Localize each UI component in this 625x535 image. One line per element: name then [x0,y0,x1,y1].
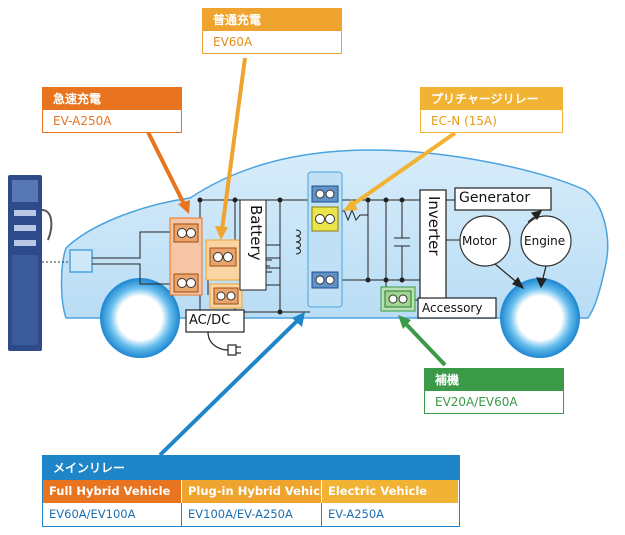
auxiliary-callout: 補機 EV20A/EV60A [424,368,564,414]
main-relay-header-row: Full Hybrid Vehicle Plug-in Hybrid Vehic… [43,480,459,503]
normal-charging-callout: 普通充電 EV60A [202,8,342,54]
precharge-relay-title: プリチャージリレー [421,88,562,110]
motor-circle [459,215,511,267]
normal-charging-value: EV60A [203,31,341,53]
generator-box [454,187,552,211]
ac-dc-label: AC/DC [189,313,231,328]
auxiliary-title: 補機 [425,369,563,391]
battery-label: Battery [247,205,265,261]
charging-inlet [69,249,93,273]
value-electric: EV-A250A [321,503,458,526]
main-relay-value-row: EV60A/EV100A EV100A/EV-A250A EV-A250A [43,503,459,526]
value-full-hybrid: EV60A/EV100A [43,503,181,526]
battery-box [239,199,267,291]
quick-charging-callout: 急速充電 EV-A250A [42,87,182,133]
precharge-relay-callout: プリチャージリレー EC-N (15A) [420,87,563,133]
inverter-box [419,189,447,309]
ac-plug-icon [207,331,241,356]
header-electric: Electric Vehicle [321,480,458,503]
charging-station-icon [8,175,53,351]
quick-charging-title: 急速充電 [43,88,181,110]
engine-label: Engine [524,234,566,248]
quick-charging-value: EV-A250A [43,110,181,132]
main-relay-table: メインリレー Full Hybrid Vehicle Plug-in Hybri… [42,455,460,527]
accessory-box [417,297,497,319]
accessory-label: Accessory [422,301,483,315]
inverter-label: Inverter [425,196,443,256]
value-plug-in-hybrid: EV100A/EV-A250A [181,503,321,526]
header-full-hybrid: Full Hybrid Vehicle [43,480,181,503]
header-plug-in-hybrid: Plug-in Hybrid Vehicle [181,480,321,503]
auxiliary-value: EV20A/EV60A [425,391,563,413]
generator-label: Generator [459,190,531,206]
normal-charging-title: 普通充電 [203,9,341,31]
precharge-relay-value: EC-N (15A) [421,110,562,132]
motor-label: Motor [462,234,497,248]
ac-dc-box [185,309,245,333]
main-relay-title: メインリレー [43,456,459,480]
